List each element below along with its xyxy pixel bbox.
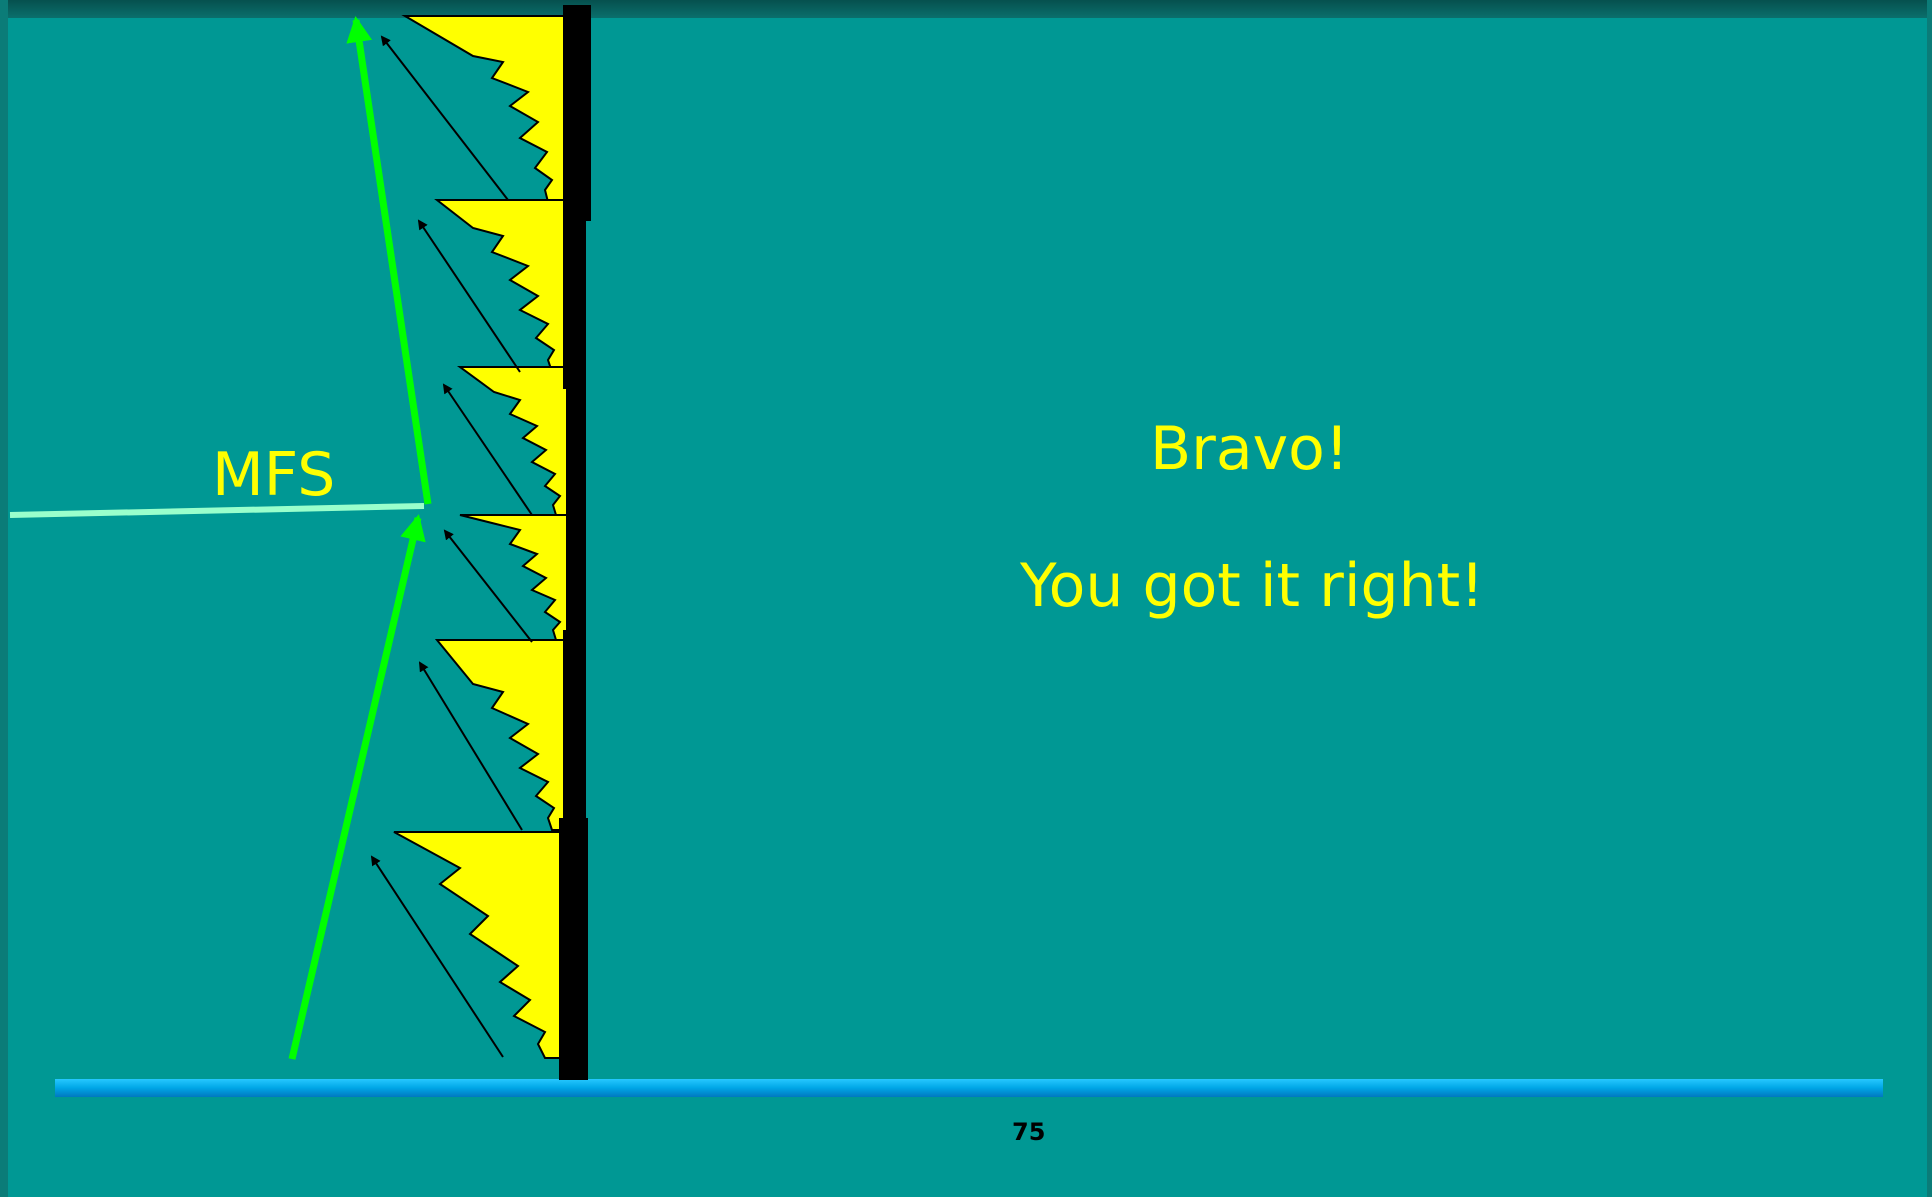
wall-segment-1: [563, 5, 591, 221]
mfs-label: MFS: [212, 440, 335, 510]
green-arrow-upper: [356, 20, 428, 504]
fault-block-1: [405, 16, 565, 202]
fault-block-4: [460, 515, 567, 640]
slip-arrow-1: [382, 37, 508, 200]
fault-block-6: [394, 832, 565, 1058]
feedback-heading: Bravo!: [1150, 414, 1349, 484]
wall-segment-4: [566, 510, 586, 650]
fault-block-5: [437, 640, 565, 830]
wall-segment-6: [559, 818, 588, 1080]
green-arrow-lower: [292, 518, 418, 1059]
page-number: 75: [1012, 1118, 1045, 1146]
fault-block-3: [460, 367, 567, 515]
feedback-message: You got it right!: [1020, 551, 1484, 621]
fault-block-2: [437, 200, 565, 372]
baseline-bar: [55, 1079, 1883, 1097]
wall-segment-5: [563, 630, 586, 830]
wall-segment-3: [566, 360, 586, 520]
